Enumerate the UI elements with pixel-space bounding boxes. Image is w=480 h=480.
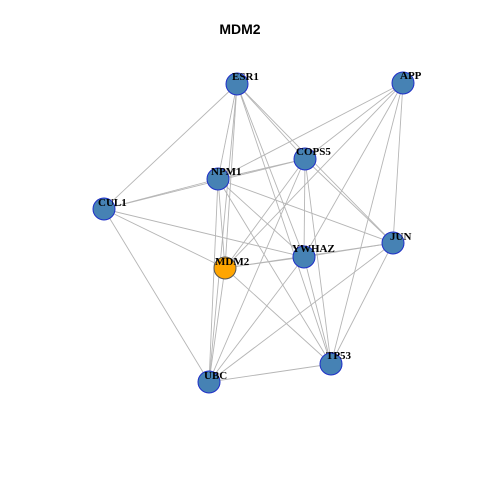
edge-ywhaz-tp53 [303, 256, 332, 365]
edge-esr1-cul1 [103, 83, 238, 210]
node-label-cops5: COPS5 [296, 146, 331, 158]
edge-app-ywhaz [303, 82, 404, 258]
edge-npm1-cul1 [103, 178, 219, 210]
edge-cops5-ywhaz [303, 158, 306, 258]
edge-npm1-jun [217, 178, 394, 244]
edge-npm1-ubc [208, 178, 219, 383]
edge-cops5-tp53 [304, 158, 332, 365]
network-title: MDM2 [219, 21, 261, 37]
node-label-mdm2: MDM2 [215, 256, 250, 268]
node-mdm2 [213, 256, 237, 280]
node-label-tp53: TP53 [326, 350, 352, 362]
node-ywhaz [292, 245, 316, 269]
edge-cops5-mdm2 [224, 158, 306, 269]
node-ubc [197, 370, 221, 394]
edge-mdm2-ubc [208, 267, 226, 383]
edge-npm1-tp53 [217, 178, 332, 365]
node-label-cul1: CUL1 [98, 197, 127, 209]
node-esr1 [225, 72, 249, 96]
node-label-ubc: UBC [204, 370, 227, 382]
edge-esr1-cops5 [236, 83, 306, 160]
node-jun [381, 231, 405, 255]
edge-cops5-jun [304, 158, 394, 244]
edge-cul1-ubc [103, 208, 210, 383]
edge-app-jun [392, 82, 404, 244]
edge-tp53-ubc [208, 363, 332, 383]
edge-jun-tp53 [330, 242, 394, 365]
edge-esr1-tp53 [236, 83, 332, 365]
edge-layer [103, 82, 404, 383]
edge-app-npm1 [217, 82, 404, 180]
edge-ywhaz-ubc [208, 256, 305, 383]
edge-app-mdm2 [224, 82, 404, 269]
node-label-ywhaz: YWHAZ [292, 243, 335, 255]
node-label-esr1: ESR1 [232, 71, 259, 83]
node-label-npm1: NPM1 [211, 166, 242, 178]
edge-esr1-ubc [208, 83, 238, 383]
node-tp53 [319, 352, 343, 376]
node-label-jun: JUN [390, 231, 411, 243]
node-layer [92, 71, 415, 394]
edge-esr1-npm1 [217, 83, 238, 180]
edge-jun-ubc [208, 242, 394, 383]
edge-ywhaz-mdm2 [224, 256, 305, 269]
edge-npm1-ywhaz [217, 178, 305, 258]
node-cops5 [293, 147, 317, 171]
edge-cops5-cul1 [103, 158, 306, 210]
edge-mdm2-tp53 [224, 267, 332, 365]
node-label-app: APP [400, 70, 422, 82]
edge-esr1-ywhaz [236, 83, 305, 258]
edge-npm1-mdm2 [217, 178, 226, 269]
node-npm1 [206, 167, 230, 191]
edge-app-tp53 [330, 82, 404, 365]
edge-app-cops5 [304, 82, 404, 160]
edge-cops5-ubc [208, 158, 306, 383]
edge-cul1-mdm2 [103, 208, 226, 269]
edge-cul1-ywhaz [103, 208, 305, 258]
node-cul1 [92, 197, 116, 221]
node-app [391, 71, 415, 95]
